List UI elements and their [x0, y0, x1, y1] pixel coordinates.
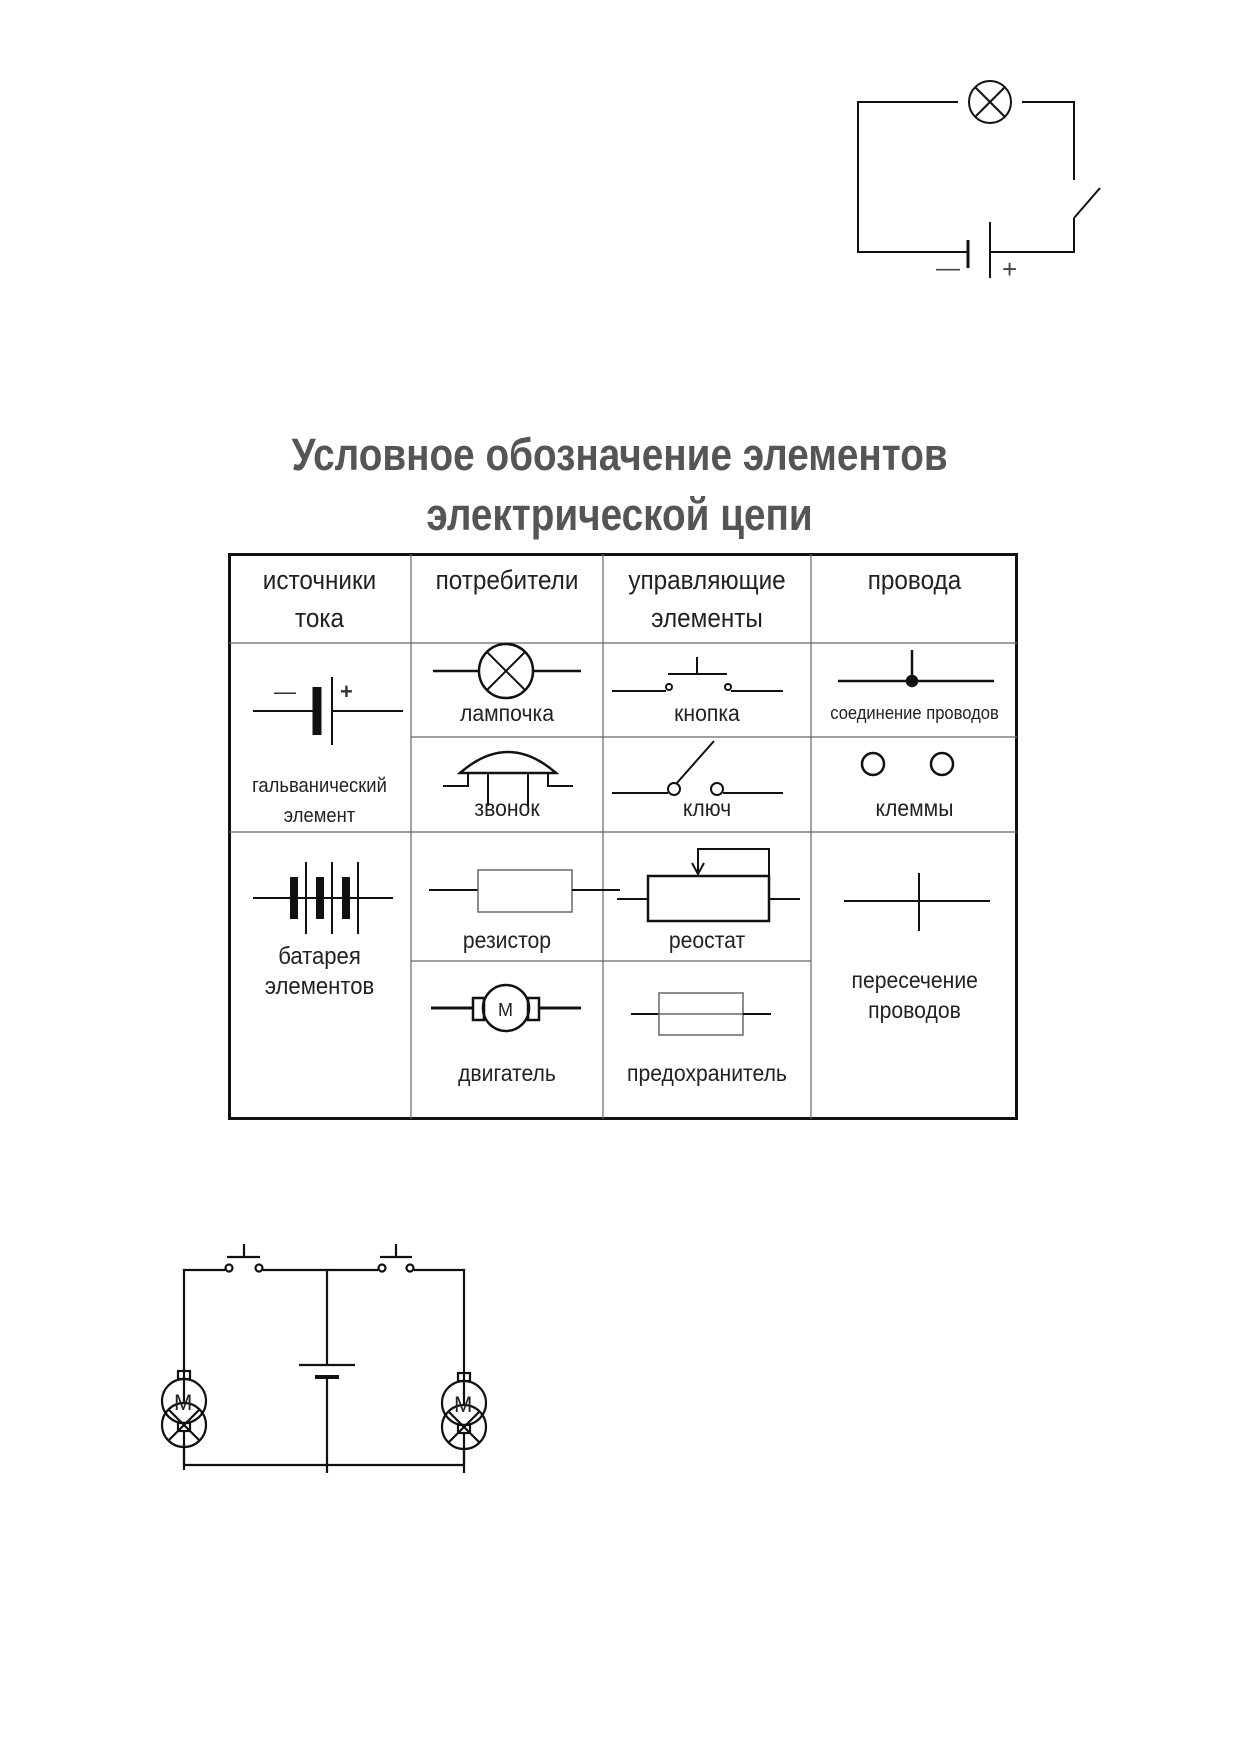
caption-button: кнопка: [674, 700, 740, 726]
caption-terminals: клеммы: [875, 795, 954, 821]
caption-fuse: предохранитель: [627, 1060, 787, 1086]
rheostat-symbol: [617, 848, 800, 923]
lamp-symbol: [968, 80, 1012, 124]
battery-symbol: [253, 862, 393, 934]
button-contact: [254, 1263, 264, 1273]
cell-plus-sign: +: [1002, 254, 1017, 284]
key-symbol: [612, 740, 783, 796]
title-line-2: электрической цепи: [426, 489, 813, 540]
caption-resistor: резистор: [462, 927, 552, 953]
header-wires: провода: [867, 565, 962, 595]
table-grid: [228, 553, 1018, 1120]
switch-lever: [1073, 187, 1101, 219]
page-title: Условное обозначение элементов электриче…: [87, 425, 1153, 545]
top-circuit-wire: [1022, 101, 1075, 180]
caption-rheostat: реостат: [668, 927, 746, 953]
galvanic-minus-sign: —: [274, 679, 296, 704]
top-circuit-wire: [990, 218, 1075, 253]
bell-symbol: [443, 750, 573, 806]
table-symbols: — +: [253, 642, 994, 1036]
bottom-circuit-motors: М М: [160, 1369, 488, 1467]
motor-letter: М: [498, 1000, 513, 1020]
button-contact: [405, 1263, 415, 1273]
wire-crossing-symbol: [844, 873, 990, 931]
button-contact: [377, 1263, 387, 1273]
caption-junction: соединение проводов: [830, 703, 999, 723]
galvanic-plus-sign: +: [340, 679, 353, 704]
top-circuit-wire: [857, 101, 968, 253]
wire-junction-symbol: [838, 650, 994, 688]
top-circuit-diagram: — +: [857, 80, 1101, 284]
title-line-1: Условное обозначение элементов: [291, 429, 948, 480]
caption-lamp: лампочка: [460, 700, 554, 726]
terminals-symbol: [860, 751, 955, 777]
cell-minus-sign: —: [936, 255, 960, 282]
right-motor-letter: М: [454, 1392, 472, 1417]
lamp-symbol: [433, 642, 581, 700]
motor-symbol: [431, 983, 581, 1033]
button-symbol: [612, 657, 783, 692]
galvanic-cell-symbol: [253, 677, 403, 745]
resistor-symbol: [429, 869, 620, 913]
bottom-circuit-wire: [414, 1268, 466, 1405]
fuse-symbol: [631, 992, 771, 1036]
caption-bell: звонок: [474, 795, 540, 821]
left-motor-letter: М: [174, 1390, 192, 1415]
caption-motor: двигатель: [458, 1060, 556, 1086]
button-contact: [224, 1263, 234, 1273]
table-border: [228, 553, 1018, 1120]
header-sources: источники тока: [262, 565, 377, 633]
symbol-legend-table: источники тока потребители управляющие э…: [228, 553, 1018, 1120]
caption-galvanic: гальванический элемент: [252, 775, 387, 827]
caption-battery: батарея элементов: [264, 943, 375, 1000]
header-consumers: потребители: [435, 565, 579, 595]
caption-key: ключ: [682, 795, 732, 821]
header-controls: управляющие элементы: [628, 565, 786, 633]
bottom-circuit-wire: [182, 1268, 225, 1403]
caption-crossing: пересечение проводов: [851, 967, 978, 1023]
left-motor-symbol: [160, 1369, 208, 1433]
